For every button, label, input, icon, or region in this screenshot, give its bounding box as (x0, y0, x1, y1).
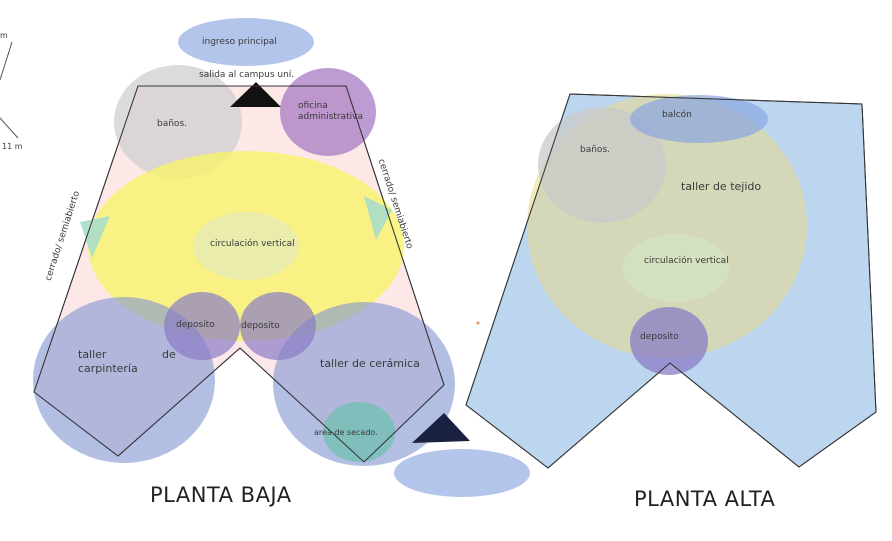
taller-carpinteria-label-1: taller (78, 348, 107, 361)
ingreso-principal-zone (178, 18, 314, 66)
scale-bottom-label: 11 m (2, 142, 23, 151)
right-arrow (364, 196, 392, 240)
ingreso-parqueo-zone (394, 449, 530, 497)
area-secado-label: area de secado. (314, 428, 378, 437)
area-secado-zone (323, 402, 395, 462)
banos-label: baños. (157, 119, 187, 129)
taller-carpinteria-de: de (162, 348, 176, 361)
planta-alta-title: PLANTA ALTA (634, 487, 776, 511)
ingreso-parqueo-arrow (412, 413, 470, 443)
scale-top-label: m (0, 31, 8, 40)
deposito-2-zone (240, 292, 316, 360)
taller-carpinteria-label-2: carpintería (78, 362, 138, 375)
circulacion-alta-label: circulación vertical (644, 256, 729, 266)
oficina-label-1: oficina (298, 101, 328, 111)
planta-baja-title: PLANTA BAJA (150, 483, 292, 507)
salida-arrow (230, 82, 281, 107)
taller-tejido-label: taller de tejido (681, 180, 762, 193)
balcon-zone (630, 95, 768, 143)
salida-label: salida al campus uní. (199, 70, 295, 80)
banos-alta-label: baños. (580, 145, 610, 155)
balcon-label: balcón (662, 110, 692, 120)
circulacion-zone (193, 212, 299, 280)
deposito-1-zone (164, 292, 240, 360)
left-arrow (80, 216, 110, 258)
ingreso-principal-label: ingreso principal (202, 37, 277, 47)
banos-zone (114, 65, 242, 179)
oficina-label-2: administrativa (298, 112, 364, 122)
banos-alta-zone (538, 107, 666, 223)
oficina-zone (280, 68, 376, 156)
circulacion-alta-zone (623, 234, 729, 302)
taller-ceramica-label: taller de cerámica (320, 357, 420, 370)
deposito-alta-zone (630, 307, 708, 375)
deposito-alta-label: deposito (640, 332, 679, 342)
upper-floor-outline-stroke (465, 93, 877, 469)
deposito-2-label: deposito (241, 321, 280, 331)
scale-fragment (0, 41, 19, 139)
deposito-1-label: deposito (176, 320, 215, 330)
circulacion-label: circulación vertical (210, 239, 295, 249)
ground-floor-outline-stroke (33, 85, 445, 463)
taller-ceramica-zone (273, 302, 455, 466)
